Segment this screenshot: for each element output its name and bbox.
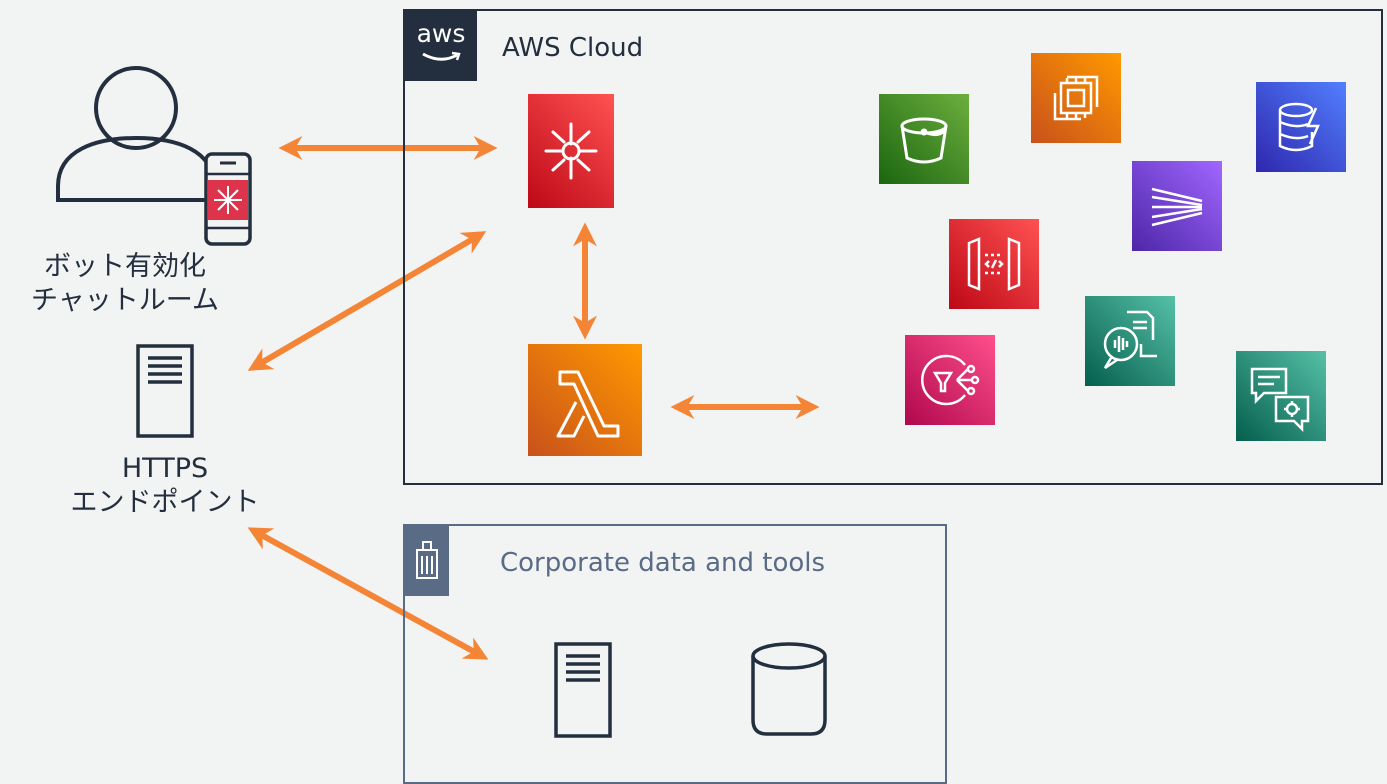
arrow-endpoint-chime (247, 231, 487, 371)
amazon-transcribe-icon (1085, 296, 1175, 386)
corporate-group: Corporate data and tools (403, 524, 947, 784)
chatroom-label-line1: ボット有効化 (44, 251, 206, 282)
aws-cloud-title: AWS Cloud (502, 33, 644, 63)
endpoint-label-line2: エンドポイント (70, 486, 260, 518)
server-icon (136, 344, 194, 438)
amazon-ec2-icon (1031, 53, 1121, 143)
endpoint-label: HTTPS エンドポイント (30, 452, 300, 520)
amazon-comprehend-icon (1236, 351, 1326, 441)
aws-logo-text: aws (416, 19, 466, 48)
amazon-sns-icon (905, 335, 995, 425)
chatroom-label: ボット有効化 チャットルーム (0, 250, 250, 318)
office-building-icon (405, 526, 449, 596)
endpoint-label-line1: HTTPS (121, 453, 209, 484)
amazon-chime-icon (528, 94, 614, 208)
amazon-s3-icon (879, 94, 969, 184)
mobile-phone-icon (204, 152, 252, 246)
chatroom-label-line2: チャットルーム (31, 284, 219, 316)
aws-smile-icon (422, 51, 461, 61)
aws-logo-icon: aws (405, 11, 477, 81)
corporate-server-icon (554, 642, 612, 738)
aws-lambda-icon (528, 344, 642, 456)
corporate-title: Corporate data and tools (500, 548, 826, 578)
user-icon (56, 66, 216, 202)
amazon-api-gateway-icon (949, 219, 1039, 309)
amazon-dynamodb-icon (1256, 82, 1346, 172)
diagram-canvas (56, 66, 827, 738)
amazon-kinesis-icon (1132, 161, 1222, 251)
arrow-endpoint-corporate (247, 527, 489, 660)
corporate-database-icon (751, 642, 827, 736)
aws-cloud-group: aws AWS Cloud (403, 9, 1383, 485)
